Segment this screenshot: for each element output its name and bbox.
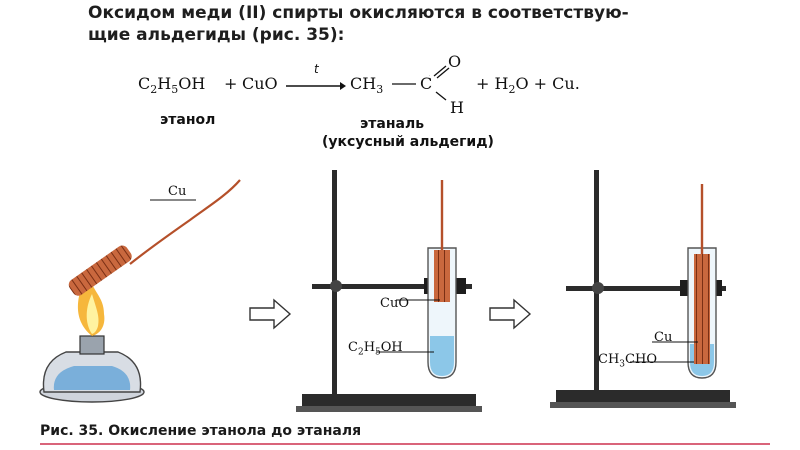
equation-cuo: CuO (242, 74, 278, 93)
label-ethanol: этанол (160, 112, 216, 128)
label-cu-result: Cu (654, 330, 673, 345)
label-cu-wire: Cu (168, 184, 187, 199)
copper-wire-coil (68, 179, 241, 296)
caption-rule (40, 443, 770, 445)
equation-ethanol: C2H5OH (138, 74, 206, 97)
equation-aldehyde-h: H (450, 98, 464, 117)
label-cuo: CuO (380, 296, 409, 311)
heading-line-2: щие альдегиды (рис. 35): (88, 25, 345, 45)
test-tube-2 (630, 184, 717, 379)
aldehyde-bonds (392, 75, 430, 85)
equation-products: + H2O + Cu. (476, 74, 580, 97)
aldehyde-c-bonds (433, 65, 450, 101)
spirit-lamp (39, 335, 145, 403)
page-heading: Оксидом меди (II) спирты окисляются в со… (88, 2, 768, 46)
equation-aldehyde-o: O (448, 52, 462, 71)
equation-aldehyde-c: C (420, 74, 433, 93)
arrow-condition: t (314, 62, 319, 76)
test-tube-1 (376, 180, 457, 379)
process-arrow-1 (249, 298, 292, 330)
label-ethanol-tube: C2H5OH (348, 340, 403, 358)
equation-ch3: CH3 (350, 74, 384, 97)
figure-caption: Рис. 35. Окисление этанола до этаналя (40, 423, 362, 439)
reaction-arrow (286, 82, 346, 90)
heading-line-1: Оксидом меди (II) спирты окисляются в со… (88, 3, 629, 23)
label-ch3cho: CH3CHO (598, 352, 657, 370)
label-ethanal: этаналь (360, 116, 425, 132)
label-acetaldehyde: (уксусный альдегид) (322, 134, 494, 150)
equation-plus: + (224, 74, 238, 93)
process-arrow-2 (489, 298, 532, 330)
